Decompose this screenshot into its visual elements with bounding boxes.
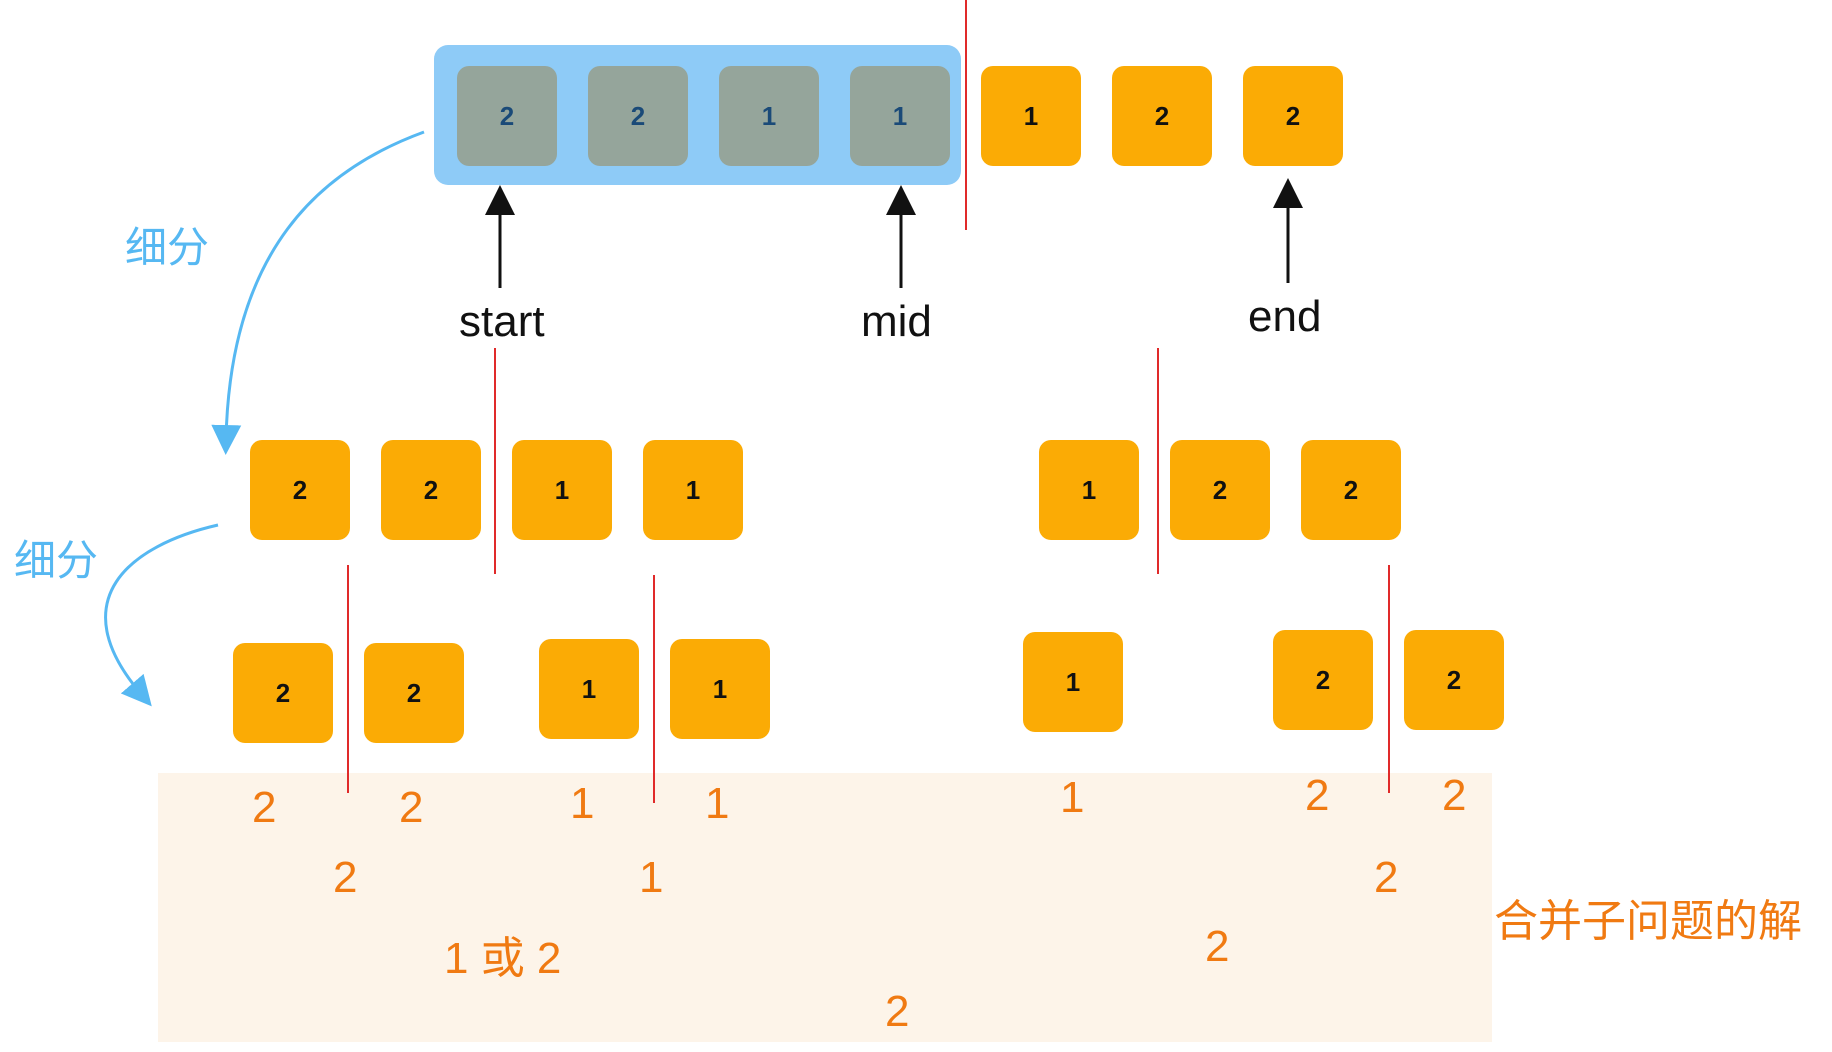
- merge-value: 2: [252, 783, 277, 832]
- merge-value: 1: [1060, 773, 1085, 822]
- level1-cell: 1: [1039, 440, 1139, 540]
- merge-value: 1: [570, 779, 595, 828]
- level2-cell: 2: [1404, 630, 1504, 730]
- level1-cell: 2: [1301, 440, 1401, 540]
- merge-panel: [158, 773, 1492, 1042]
- mid-label: mid: [861, 297, 932, 346]
- level2-cell: 2: [364, 643, 464, 743]
- top-cell: 2: [588, 66, 688, 166]
- merge-value: 2: [1205, 922, 1230, 971]
- merge-value: 2: [1305, 771, 1330, 820]
- level1-cell: 2: [250, 440, 350, 540]
- end-label: end: [1248, 292, 1322, 341]
- level2-cell: 2: [1273, 630, 1373, 730]
- merge-value: 2: [333, 853, 358, 902]
- split-divider: [347, 565, 349, 793]
- level1-cell: 2: [381, 440, 481, 540]
- level1-cell: 1: [512, 440, 612, 540]
- top-cell: 2: [457, 66, 557, 166]
- merge-value: 1: [705, 779, 730, 828]
- merge-value: 2: [399, 783, 424, 832]
- top-cell: 2: [1243, 66, 1343, 166]
- top-cell: 2: [1112, 66, 1212, 166]
- level2-cell: 2: [233, 643, 333, 743]
- merge-value: 1: [639, 853, 664, 902]
- level1-cell: 1: [643, 440, 743, 540]
- split-divider: [1157, 348, 1159, 574]
- merge-value: 2: [885, 987, 910, 1036]
- split-divider: [494, 348, 496, 574]
- level2-cell: 1: [670, 639, 770, 739]
- split-divider: [965, 0, 967, 230]
- merge-value: 1 或 2: [444, 934, 562, 983]
- merge-label: 合并子问题的解: [1494, 897, 1802, 946]
- top-cell: 1: [719, 66, 819, 166]
- level2-cell: 1: [539, 639, 639, 739]
- top-cell: 1: [981, 66, 1081, 166]
- split-arrow-2: [104, 523, 219, 707]
- start-label: start: [459, 297, 545, 346]
- split-divider: [653, 575, 655, 803]
- level1-cell: 2: [1170, 440, 1270, 540]
- split-divider: [1388, 565, 1390, 793]
- top-cell: 1: [850, 66, 950, 166]
- level2-cell: 1: [1023, 632, 1123, 732]
- merge-value: 2: [1374, 853, 1399, 902]
- split-arrow-1: [211, 130, 425, 455]
- split-label-2: 细分: [14, 537, 99, 584]
- merge-value: 2: [1442, 771, 1467, 820]
- split-label-1: 细分: [125, 224, 210, 271]
